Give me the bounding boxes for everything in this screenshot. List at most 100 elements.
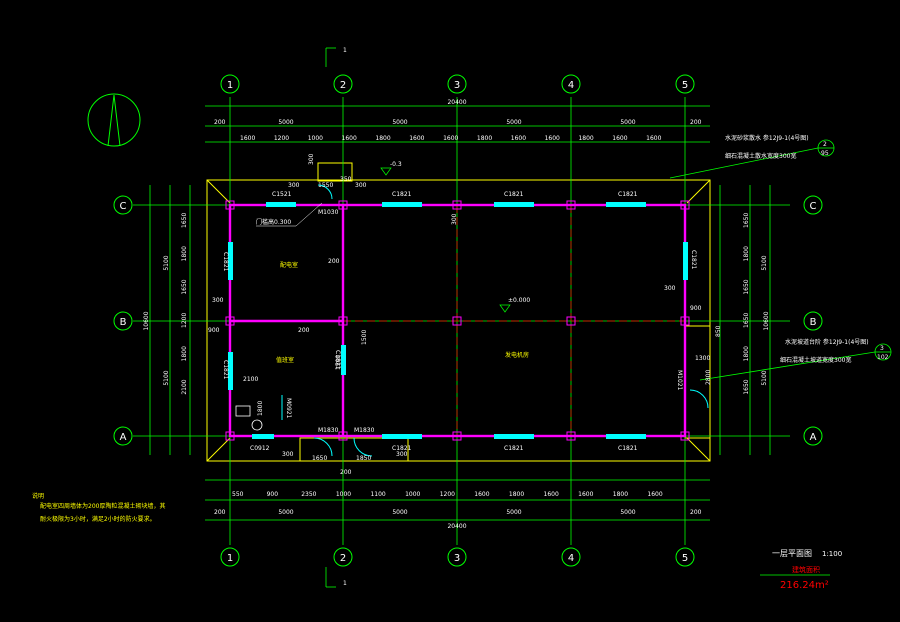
dimension-text: 1650 xyxy=(181,213,188,228)
dimension-text: 900 xyxy=(267,491,279,498)
dimension-text: 1600 xyxy=(646,135,661,142)
dim-1550: 1550 xyxy=(318,182,333,189)
dimension-text: 1200 xyxy=(274,135,289,142)
detail-callouts xyxy=(669,139,892,576)
window-tag: C1821 xyxy=(392,445,412,452)
overall-width-top: 20400 xyxy=(447,99,466,106)
window-tag: C1521 xyxy=(272,191,292,198)
dim-1850: 1850 xyxy=(356,455,371,462)
detail-top-sublabel: 细石混凝土散水宽度300宽 xyxy=(725,152,796,160)
dimension-text: 1200 xyxy=(440,491,455,498)
dimension-text: 1600 xyxy=(544,491,559,498)
window-tag: C1821 xyxy=(690,250,697,270)
end-dim-tl: 200 xyxy=(214,119,226,126)
dimension-text: 1800 xyxy=(743,346,750,361)
dim-350: 350 xyxy=(340,176,352,183)
dimension-text: 1800 xyxy=(613,491,628,498)
area-label: 建筑面积 xyxy=(792,565,820,574)
dimension-text: 1000 xyxy=(336,491,351,498)
axis-label-1-top: 1 xyxy=(227,80,233,91)
toilet-icon xyxy=(235,405,263,431)
axis-label-3-bottom: 3 xyxy=(454,553,460,564)
dim-300-h: 300 xyxy=(308,153,315,165)
detail-right-label: 水泥坡道台阶 参12J9-1(4号图) xyxy=(785,338,869,346)
bay-height-right-2: 5100 xyxy=(761,370,768,385)
bay-dim-bottom-1: 5000 xyxy=(278,509,293,516)
dimension-text: 1800 xyxy=(181,246,188,261)
overall-width-bottom: 20400 xyxy=(447,523,466,530)
axis-label-B-right: B xyxy=(810,317,817,328)
dim-1500-b: 1500 xyxy=(361,330,368,345)
bay-dim-top-1: 5000 xyxy=(278,119,293,126)
window-tag: C1821 xyxy=(504,191,524,198)
callout-right-num: 3 xyxy=(880,345,884,352)
dimension-text: 1800 xyxy=(181,346,188,361)
dimension-text: 1600 xyxy=(545,135,560,142)
dim-1500-a: 1500 xyxy=(335,355,342,370)
floor-level: ±0.000 xyxy=(508,297,530,304)
dim-200-c: 200 xyxy=(340,469,352,476)
dim-2100: 2100 xyxy=(243,376,258,383)
axis-label-5-bottom: 5 xyxy=(682,553,688,564)
dim-900-b: 900 xyxy=(690,305,702,312)
dimension-text: 1000 xyxy=(405,491,420,498)
dim-300-g: 300 xyxy=(396,451,408,458)
bay-height-left-2: 5100 xyxy=(163,370,170,385)
window-tag: C1821 xyxy=(222,360,229,380)
dimension-text: 1800 xyxy=(743,246,750,261)
window-tag: C1821 xyxy=(618,191,638,198)
axis-bubbles xyxy=(113,74,823,567)
dim-850: 850 xyxy=(715,325,722,337)
window-tag: C1821 xyxy=(504,445,524,452)
axis-label-A-left: A xyxy=(120,432,127,443)
axis-label-A-right: A xyxy=(810,432,817,443)
dim-300-f: 300 xyxy=(451,213,458,225)
axis-label-2-bottom: 2 xyxy=(340,553,346,564)
axis-label-2-top: 2 xyxy=(340,80,346,91)
dimension-text: 1600 xyxy=(409,135,424,142)
dimension-text: 2100 xyxy=(181,379,188,394)
door-tag: M1030 xyxy=(318,209,339,216)
door-tag: M1830 xyxy=(354,427,375,434)
detail-top-label: 水泥砂浆散水 参12J9-1(4号图) xyxy=(725,134,809,142)
bay-dim-top-4: 5000 xyxy=(620,119,635,126)
dimension-text: 1650 xyxy=(181,279,188,294)
dimension-text: 1600 xyxy=(240,135,255,142)
columns xyxy=(225,200,690,441)
dimension-text: 2350 xyxy=(301,491,316,498)
door-tag: M0921 xyxy=(285,398,292,419)
notes-title: 说明 xyxy=(32,492,44,500)
plan-scale: 1:100 xyxy=(822,550,842,558)
notes-line-1: 配电室四周墙体为200厚陶粒混凝土砌块墙，其 xyxy=(40,502,165,510)
section-mark-bottom: 1 xyxy=(343,580,347,587)
axis-label-5-top: 5 xyxy=(682,80,688,91)
bay-height-left-1: 5100 xyxy=(163,255,170,270)
axis-label-C-right: C xyxy=(810,201,817,212)
dim-900-a: 900 xyxy=(208,327,220,334)
window-tag: C1821 xyxy=(222,252,229,272)
axis-label-B-left: B xyxy=(120,317,127,328)
axis-label-1-bottom: 1 xyxy=(227,553,233,564)
dim-1300: 1300 xyxy=(695,355,710,362)
dimension-text: 1600 xyxy=(578,491,593,498)
callout-right-sheet: 102 xyxy=(877,354,889,361)
bay-dim-bottom-2: 5000 xyxy=(392,509,407,516)
dimension-text: 1800 xyxy=(578,135,593,142)
building-outline xyxy=(206,162,711,462)
dim-300-b: 300 xyxy=(355,182,367,189)
dimension-text: 1650 xyxy=(743,379,750,394)
door-note: 门槛高0.300 xyxy=(256,218,291,226)
door-tag: M1830 xyxy=(318,427,339,434)
detail-right-sublabel: 细石混凝土坡道宽度300宽 xyxy=(780,356,851,364)
dim-300-d: 300 xyxy=(664,285,676,292)
bay-dim-bottom-3: 5000 xyxy=(506,509,521,516)
bay-dim-top-3: 5000 xyxy=(506,119,521,126)
dim-2800: 2800 xyxy=(705,370,712,385)
walls xyxy=(228,203,687,438)
bay-height-right-1: 5100 xyxy=(761,255,768,270)
dimension-text: 1800 xyxy=(509,491,524,498)
dim-200-b: 200 xyxy=(298,327,310,334)
